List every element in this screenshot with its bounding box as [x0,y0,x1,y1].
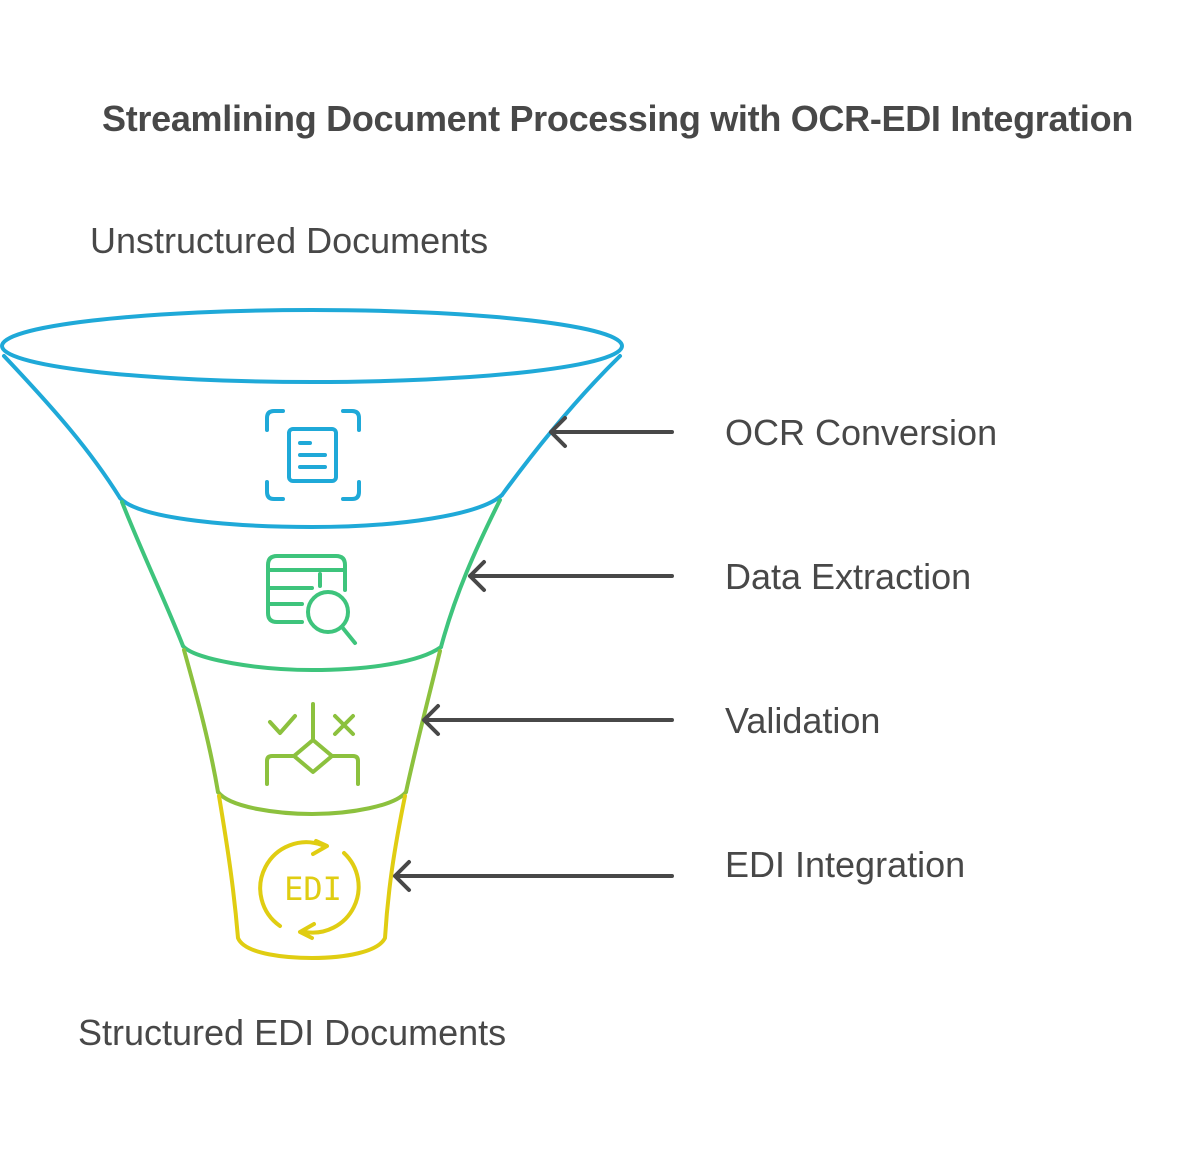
funnel-stage-outline [182,648,442,794]
funnel-stage-divider [181,644,443,672]
diagram-title: Streamlining Document Processing with OC… [102,98,1134,139]
stage-label-validation: Validation [725,700,881,741]
funnel-stage-validation [182,648,442,816]
arrow-data-extraction [468,560,674,592]
table-search-icon [266,554,357,645]
funnel-input-label: Unstructured Documents [90,220,489,261]
arrow-edi-integration [393,860,674,892]
decision-check-icon [265,702,360,786]
stage-label-data-extraction: Data Extraction [725,556,972,597]
stage-label-edi-integration: EDI Integration [725,844,966,885]
funnel-stage-data-extraction [120,498,502,672]
arrow-ocr-conversion [549,416,674,448]
stage-arrows [393,416,674,892]
funnel-stage-divider [118,493,504,529]
funnel-rim [0,308,624,384]
document-scan-icon [265,409,361,501]
funnel-output-label: Structured EDI Documents [78,1012,507,1053]
funnel-stage-outline [217,794,407,960]
edi-cycle-icon: EDI [258,839,361,940]
stage-label-ocr-conversion: OCR Conversion [725,412,998,453]
funnel-stage-outline [120,498,502,649]
funnel-stage-ocr-conversion [0,308,624,529]
edi-icon-text: EDI [284,870,342,908]
funnel-stage-divider [216,790,408,816]
funnel-stage-edi-integration [217,794,407,960]
arrow-validation [422,704,674,736]
